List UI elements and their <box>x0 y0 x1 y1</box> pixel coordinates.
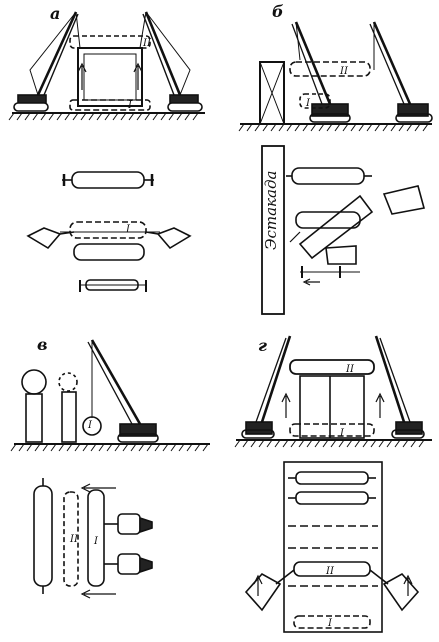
marker-v-two: II <box>69 534 79 545</box>
panel-v-plan <box>33 478 153 599</box>
panel-label-g: г <box>258 336 267 355</box>
panel-label-v: в <box>37 335 48 354</box>
marker-a-two: II <box>142 38 152 49</box>
marker-v-plan-one: I <box>93 536 99 547</box>
marker-g-plan-one: I <box>327 618 333 629</box>
marker-a-one: I <box>127 100 133 111</box>
trestle-label: Эстакада <box>262 170 280 250</box>
panel-v <box>10 339 210 599</box>
crawler-crane-right <box>139 11 203 112</box>
marker-g-plan-two: II <box>325 566 335 577</box>
panel-b-plan <box>261 145 426 315</box>
panel-b <box>238 21 433 315</box>
marker-b-one: I <box>305 98 311 109</box>
panel-a-plan <box>26 171 192 292</box>
marker-b-two: II <box>339 66 349 77</box>
marker-g-two: II <box>345 364 355 375</box>
panel-label-b: б <box>272 2 284 21</box>
crawler-crane-left <box>13 11 81 112</box>
panel-a <box>8 11 205 292</box>
panel-g <box>234 335 432 633</box>
marker-g-one: I <box>339 428 345 439</box>
panel-g-plan <box>244 461 420 633</box>
marker-a-plan-one: I <box>125 224 131 235</box>
marker-v-one: I <box>87 420 93 431</box>
panel-label-a: а <box>50 4 61 23</box>
